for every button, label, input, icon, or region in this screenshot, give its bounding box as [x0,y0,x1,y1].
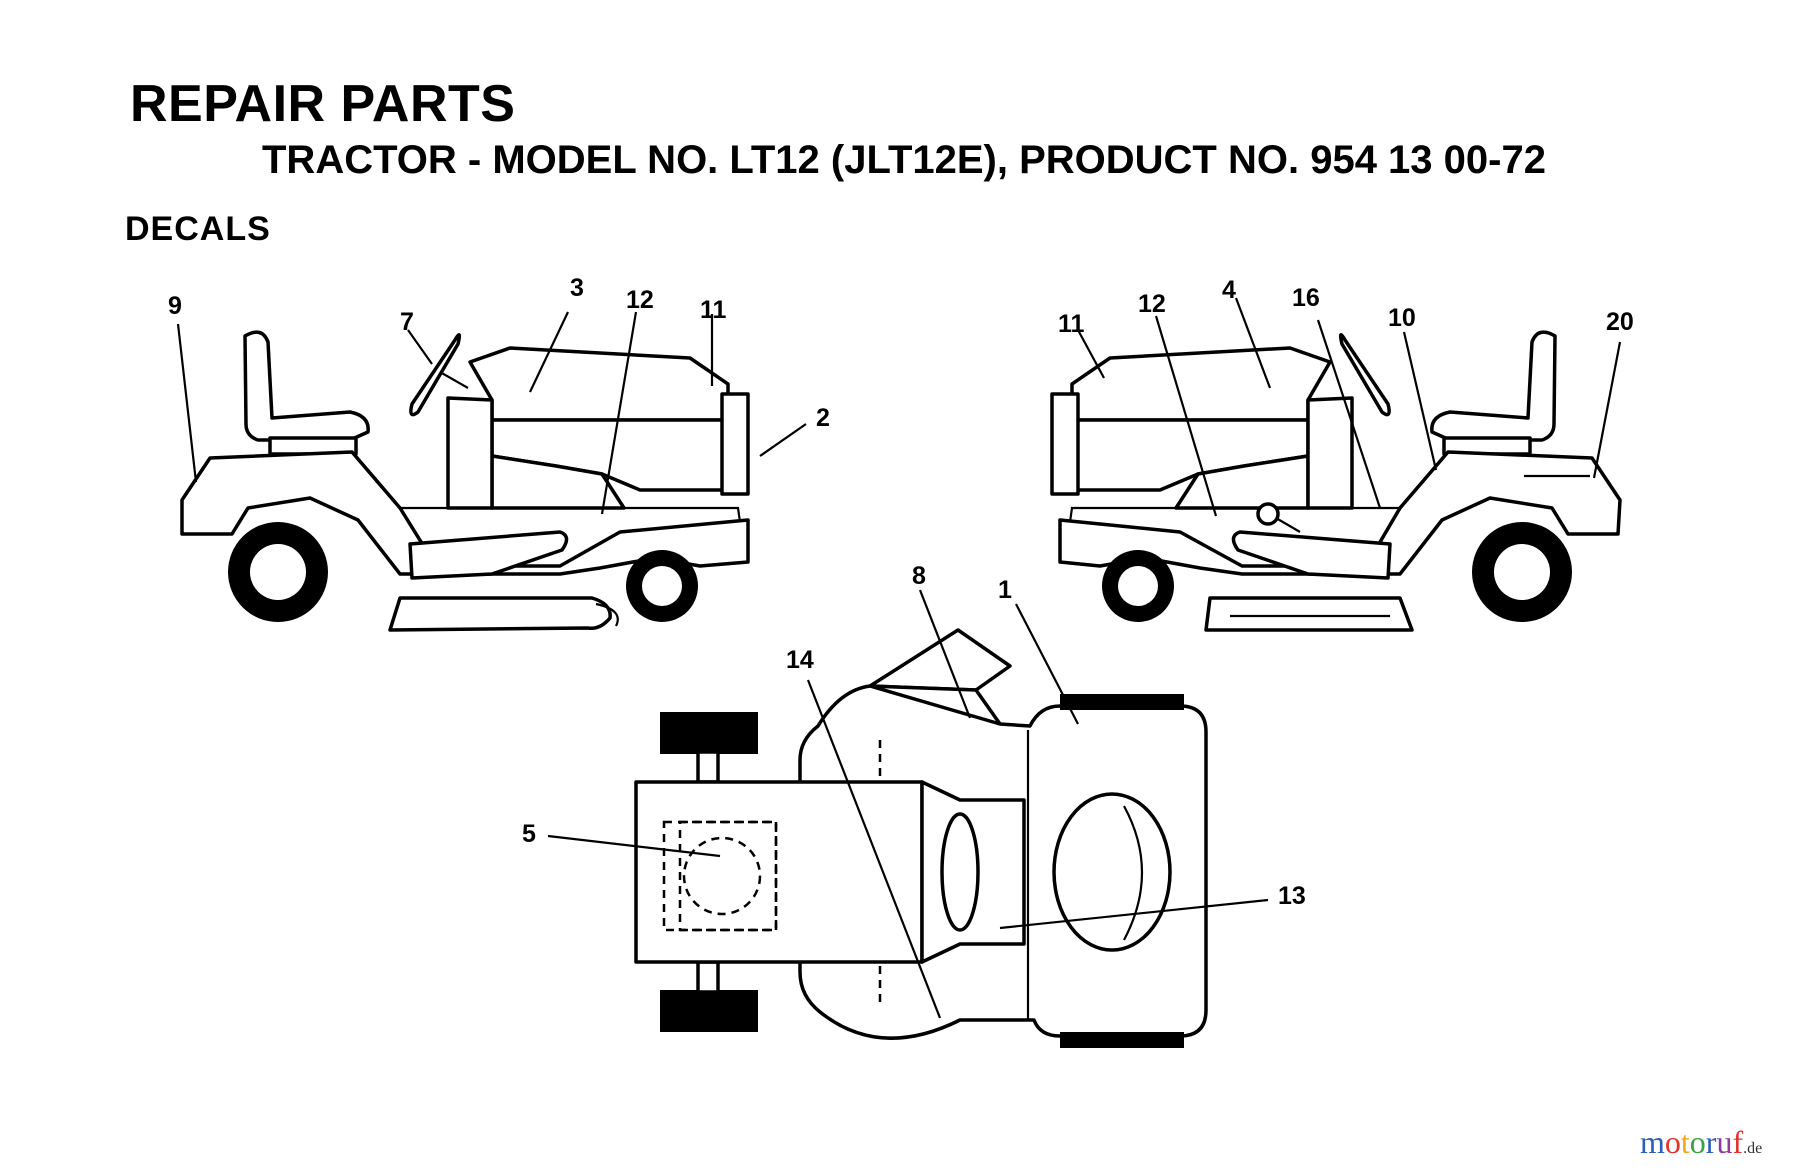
callout-2: 2 [816,404,830,432]
callout-8: 8 [912,562,926,590]
callout-12-right: 12 [1138,290,1166,318]
section-heading: DECALS [125,210,271,248]
tractor-left-side-view [176,311,807,632]
watermark-letter: o [1689,1124,1706,1160]
callout-12: 12 [626,286,654,314]
callout-10: 10 [1388,304,1416,332]
callout-5: 5 [522,820,536,848]
page-title: REPAIR PARTS [130,75,516,133]
callout-11: 11 [700,296,727,324]
watermark-domain: .de [1743,1140,1763,1157]
tractor-right-side-view [1050,297,1622,632]
watermark-letter: o [1664,1124,1681,1160]
callout-1: 1 [998,576,1012,604]
callout-3: 3 [570,274,584,302]
page-subtitle: TRACTOR - MODEL NO. LT12 (JLT12E), PRODU… [262,138,1546,182]
callout-7: 7 [400,308,414,336]
callout-4: 4 [1222,276,1236,304]
watermark-letter: r [1705,1124,1717,1160]
callout-9: 9 [168,292,182,320]
callout-16: 16 [1292,284,1320,312]
callout-11-right: 11 [1058,310,1085,338]
callout-14: 14 [786,646,814,674]
watermark-letter: f [1732,1124,1744,1160]
watermark-letter: u [1716,1124,1733,1160]
callout-13: 13 [1278,882,1306,910]
watermark-letter: t [1680,1124,1690,1160]
tractor-top-view [547,589,1269,1048]
callout-20: 20 [1606,308,1634,336]
watermark-logo: motoruf.de [1640,1124,1762,1161]
watermark-text: motoruf [1640,1124,1743,1160]
watermark-letter: m [1640,1124,1665,1160]
